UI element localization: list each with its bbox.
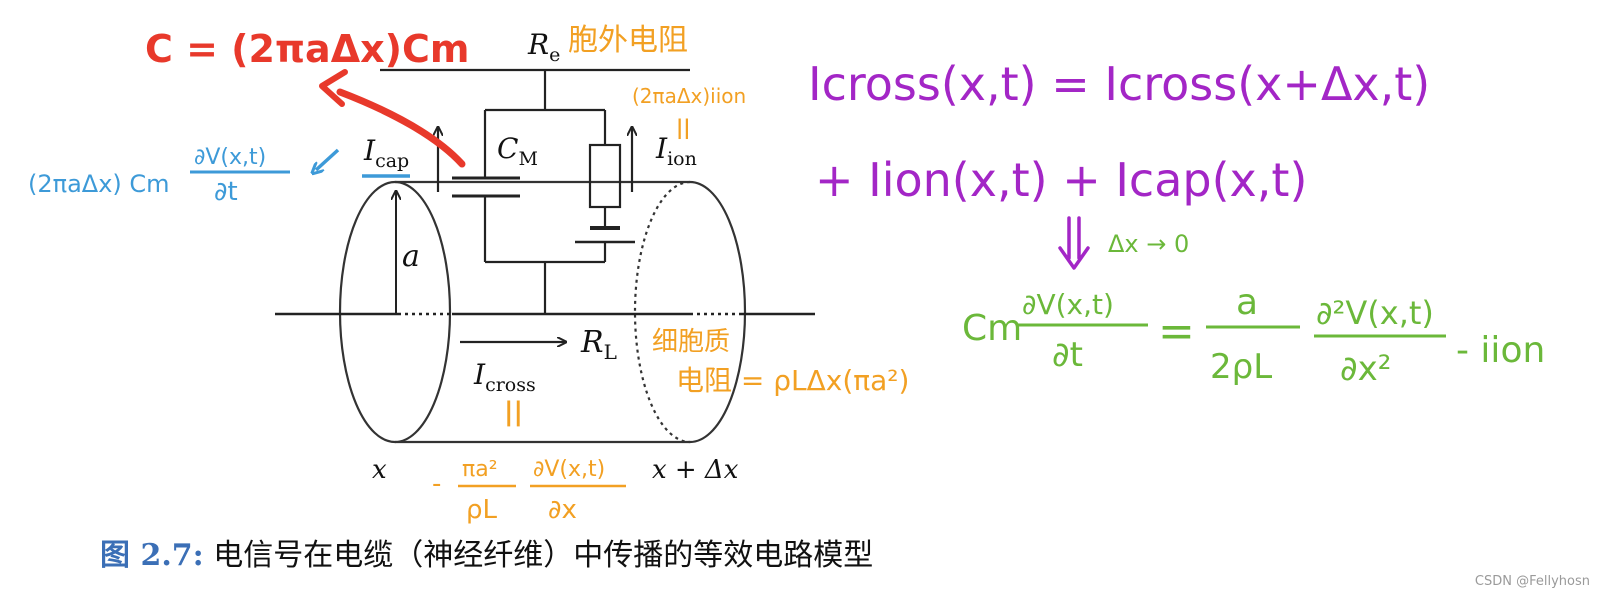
svg-text:2ρL: 2ρL <box>1210 347 1272 387</box>
svg-text:∂t: ∂t <box>1052 335 1083 375</box>
icap-label: Icap <box>363 134 409 172</box>
svg-text:∂V(x,t): ∂V(x,t) <box>194 145 266 170</box>
limit-double-arrow <box>1058 216 1090 270</box>
svg-text:- iion: - iion <box>1456 330 1545 371</box>
capacitance-note: C = (2πaΔx)Cm <box>145 27 469 71</box>
svg-text:a: a <box>1236 282 1258 323</box>
iion-label: Iion <box>655 132 697 170</box>
limit-label: Δx → 0 <box>1108 230 1189 258</box>
cap-current-formula: (2πaΔx) Cm ∂V(x,t) ∂t <box>28 145 290 207</box>
current-balance-line2: + Iion(x,t) + Icap(x,t) <box>815 153 1307 207</box>
x-right-label: x + Δx <box>652 455 739 485</box>
capacitance-pointer-head <box>319 69 348 107</box>
cylinder-right-back-dotted <box>633 180 691 444</box>
figure-caption: 图 2.7: 电信号在电缆（神经纤维）中传播的等效电路模型 <box>100 530 873 574</box>
svg-text:∂V(x,t): ∂V(x,t) <box>533 457 605 482</box>
cross-current-formula: - πa² ρL ∂V(x,t) ∂x <box>432 457 626 525</box>
svg-text:ρL: ρL <box>466 495 498 525</box>
cable-equation: Cm ∂V(x,t) ∂t = a 2ρL ∂²V(x,t) ∂x² - iio… <box>962 282 1545 389</box>
svg-text:∂x²: ∂x² <box>1340 349 1391 389</box>
intracellular-note-line2: 电阻 = ρLΔx(πa²) <box>676 364 909 397</box>
svg-text:-: - <box>432 469 441 499</box>
cross-equals-mark: || <box>504 397 523 427</box>
capacitance-pointer <box>336 88 466 168</box>
intracellular-note-line1: 细胞质 <box>652 327 730 357</box>
svg-text:∂t: ∂t <box>214 177 238 207</box>
cylinder-right-front <box>689 180 747 444</box>
rl-label: RL <box>580 325 617 364</box>
ion-resistor <box>588 143 622 209</box>
svg-text:(2πaΔx) Cm: (2πaΔx) Cm <box>28 170 170 198</box>
re-label: Re <box>527 28 560 66</box>
figure-caption-text: 电信号在电缆（神经纤维）中传播的等效电路模型 <box>213 538 874 573</box>
watermark: CSDN @Fellyhosn <box>1474 574 1590 589</box>
cable-cylinder <box>338 180 747 444</box>
svg-text:∂x: ∂x <box>548 495 577 525</box>
svg-text:∂V(x,t): ∂V(x,t) <box>1022 288 1114 321</box>
svg-text:∂²V(x,t): ∂²V(x,t) <box>1316 294 1434 332</box>
radius-label: a <box>402 239 420 274</box>
cap-current-pointer <box>316 148 340 170</box>
current-balance-line1: Icross(x,t) = Icross(x+Δx,t) <box>808 57 1430 111</box>
icross-label: Icross <box>473 358 536 396</box>
x-left-label: x <box>372 455 387 485</box>
figure-number: 图 2.7: <box>100 538 204 573</box>
re-note: 胞外电阻 <box>568 23 688 58</box>
svg-text:πa²: πa² <box>462 457 498 482</box>
ion-current-note: (2πaΔx)iion <box>632 84 746 108</box>
svg-text:=: = <box>1158 306 1195 357</box>
svg-text:Cm: Cm <box>962 308 1022 349</box>
cm-label: CM <box>497 132 538 170</box>
ion-equals-mark: || <box>676 115 691 139</box>
